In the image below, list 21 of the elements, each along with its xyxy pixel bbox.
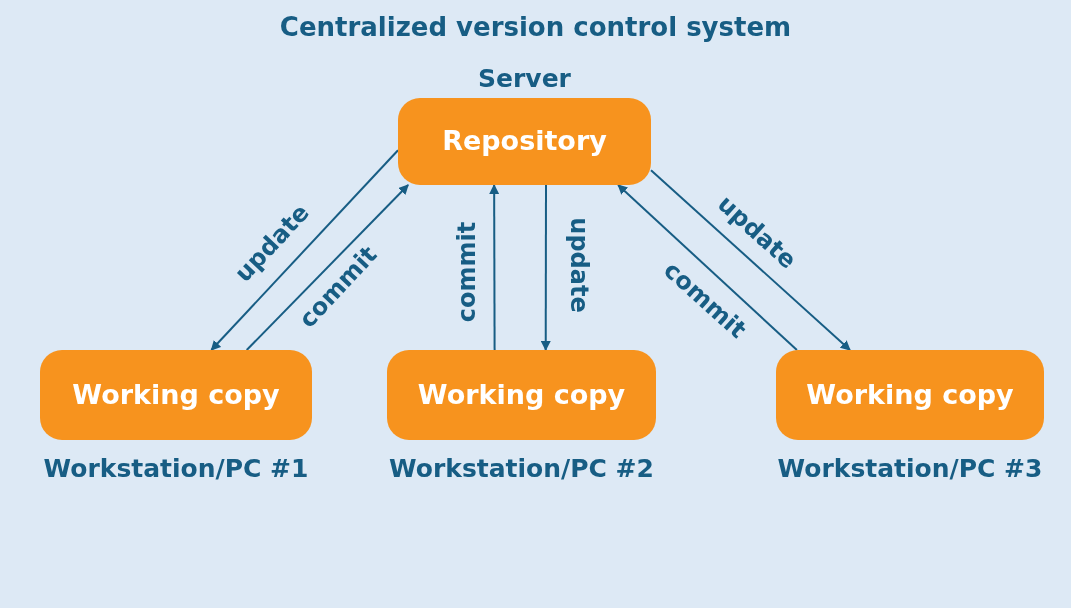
arrow xyxy=(489,184,500,351)
process-box xyxy=(40,350,312,440)
edge-label: update xyxy=(567,217,591,313)
arrow xyxy=(210,149,399,351)
arrow xyxy=(617,184,798,351)
arrow xyxy=(245,184,410,351)
node-label: Working copy xyxy=(72,377,280,412)
node-caption: Workstation/PC #3 xyxy=(776,456,1044,481)
node-label: Working copy xyxy=(806,377,1014,412)
edge-label: commit xyxy=(455,221,479,323)
arrow xyxy=(650,169,851,351)
process-box xyxy=(387,350,656,440)
diagram-title: Centralized version control system xyxy=(278,11,793,44)
node-label: Repository xyxy=(442,124,607,159)
process-box xyxy=(776,350,1044,440)
node-caption: Workstation/PC #1 xyxy=(42,456,310,481)
process-box xyxy=(398,98,651,185)
arrow xyxy=(540,184,551,351)
node-label: Working copy xyxy=(417,377,626,412)
node-caption: Workstation/PC #2 xyxy=(388,456,655,481)
node-caption: Server xyxy=(477,66,572,91)
